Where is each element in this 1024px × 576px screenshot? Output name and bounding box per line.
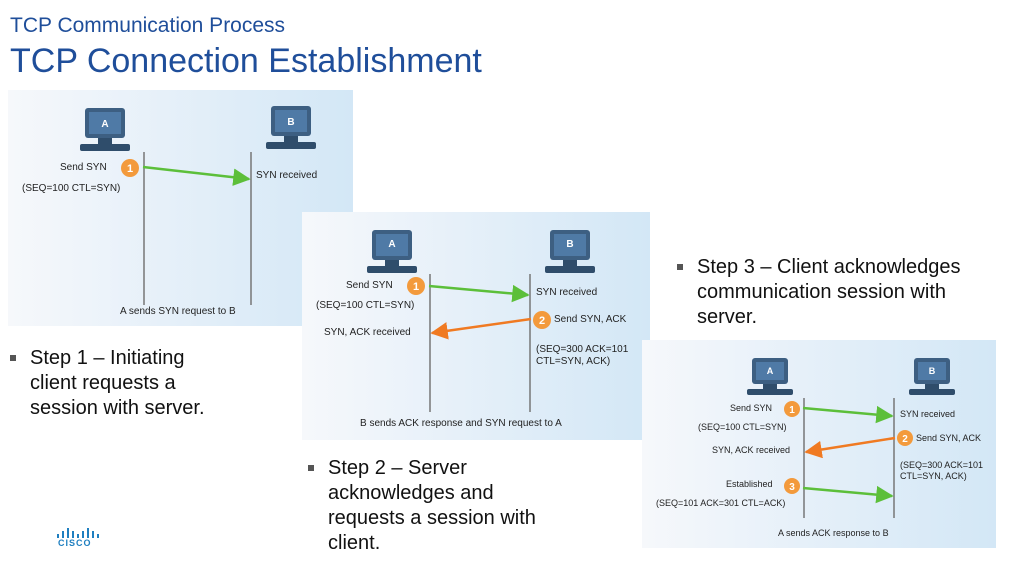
syn-received-label: SYN received	[536, 287, 597, 298]
computer-a-label: A	[101, 119, 108, 130]
seq3-label: (SEQ=101 ACK=301 CTL=ACK)	[656, 498, 785, 508]
step-badge-1-number: 1	[413, 281, 419, 293]
cisco-logo-text: CISCO	[58, 538, 92, 548]
step-badge-3-number: 3	[789, 482, 795, 493]
step-badge-2	[897, 430, 913, 446]
syn-arrow	[142, 165, 251, 186]
step-badge-2-number: 2	[902, 434, 908, 445]
computer-a-label: A	[767, 366, 774, 376]
bullet-step1: Step 1 – Initiating client requests a se…	[10, 346, 270, 421]
seq2-label-line1: (SEQ=300 ACK=101	[900, 460, 983, 470]
slide-subtitle: TCP Communication Process	[10, 14, 286, 37]
send-syn-ack-label: Send SYN, ACK	[916, 433, 981, 443]
syn-ack-arrow	[430, 317, 532, 340]
step-badge-1	[407, 277, 425, 295]
computer-b-icon: B	[545, 230, 595, 273]
computer-b-label: B	[287, 117, 294, 128]
seq1-label: (SEQ=100 CTL=SYN)	[316, 300, 414, 311]
diagram-step1: A B 1 Send SYN (SEQ=100 CTL=SYN) SYN rec…	[8, 90, 353, 326]
diagram-step3: A B 1 2 3 Send SYN (SEQ=100 CTL=SYN) SYN…	[642, 340, 996, 548]
bullet-marker	[10, 355, 16, 361]
send-syn-label: Send SYN	[346, 280, 393, 291]
syn-ack-received-label: SYN, ACK received	[324, 327, 411, 338]
slide-title: TCP Connection Establishment	[10, 42, 482, 80]
seq2-label-line2: CTL=SYN, ACK)	[536, 356, 610, 367]
diagram-caption: B sends ACK response and SYN request to …	[360, 418, 562, 429]
syn-received-label: SYN received	[256, 170, 317, 181]
syn-arrow	[428, 284, 530, 303]
seq2-label-line2: CTL=SYN, ACK)	[900, 471, 967, 481]
syn-ack-arrow	[804, 436, 896, 459]
syn-received-label: SYN received	[900, 409, 955, 419]
bullet-step3-text: Step 3 – Client acknowledges communicati…	[697, 256, 961, 328]
ack-arrow	[802, 485, 894, 504]
step-badge-1-number: 1	[127, 163, 133, 175]
seq1-label: (SEQ=100 CTL=SYN)	[698, 422, 787, 432]
seq2-label-line1: (SEQ=300 ACK=101	[536, 344, 629, 355]
bullet-marker	[308, 465, 314, 471]
computer-b-icon: B	[266, 106, 316, 149]
computer-b-label: B	[566, 239, 573, 250]
established-label: Established	[726, 479, 773, 489]
diagram-step2: A B 1 2 Send SYN (SEQ=100 CTL=SYN) SYN r…	[302, 212, 650, 440]
step-badge-1	[121, 159, 139, 177]
computer-a-icon: A	[367, 230, 417, 273]
computer-a-icon: A	[747, 358, 793, 395]
syn-ack-received-label: SYN, ACK received	[712, 445, 790, 455]
cisco-logo-icon	[57, 528, 99, 538]
send-syn-ack-label: Send SYN, ACK	[554, 314, 627, 325]
computer-a-label: A	[388, 239, 395, 250]
computer-b-label: B	[929, 366, 936, 376]
step-badge-2	[533, 311, 551, 329]
send-syn-label: Send SYN	[730, 403, 772, 413]
seq1-label: (SEQ=100 CTL=SYN)	[22, 183, 120, 194]
computer-b-icon: B	[909, 358, 955, 395]
computer-a-icon: A	[80, 108, 130, 151]
step-badge-2-number: 2	[539, 315, 545, 327]
send-syn-label: Send SYN	[60, 162, 107, 173]
step-badge-1-number: 1	[789, 405, 795, 416]
bullet-step3: Step 3 – Client acknowledges communicati…	[677, 255, 1017, 330]
step-badge-3	[784, 478, 800, 494]
bullet-marker	[677, 264, 683, 270]
diagram-caption: A sends SYN request to B	[120, 306, 236, 317]
bullet-step2-text: Step 2 – Server acknowledges and request…	[328, 457, 536, 554]
diagram-caption: A sends ACK response to B	[778, 528, 889, 538]
bullet-step2: Step 2 – Server acknowledges and request…	[308, 456, 608, 556]
step-badge-1	[784, 401, 800, 417]
syn-arrow	[802, 405, 894, 424]
bullet-step1-text: Step 1 – Initiating client requests a se…	[30, 347, 205, 419]
